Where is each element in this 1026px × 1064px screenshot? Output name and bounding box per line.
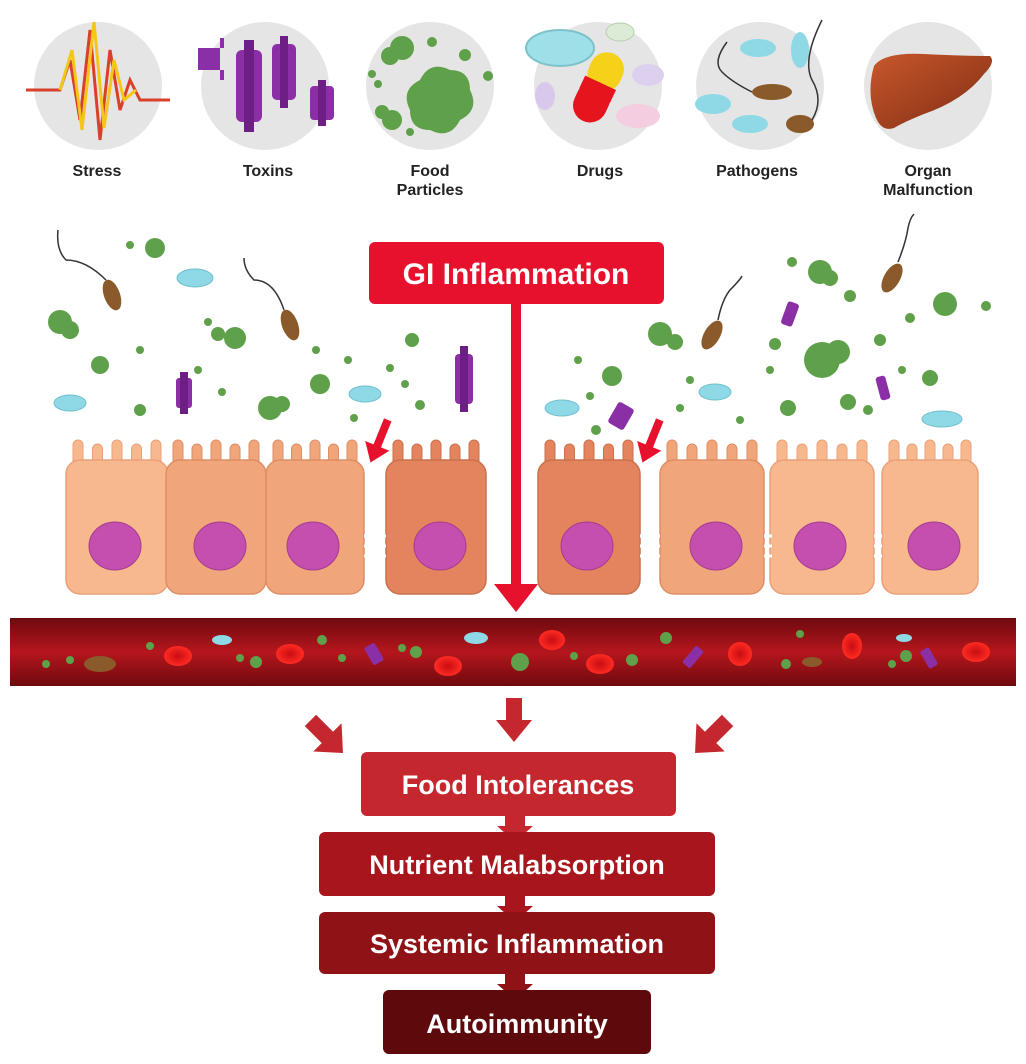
epithelial-cell [65,439,169,595]
trigger-label: Toxins [243,163,293,180]
epithelial-cell [659,439,765,595]
epithelial-cell [769,439,875,595]
outflow-arrow-center [496,698,532,742]
stress-zigzag-icon [26,21,170,141]
leak-arrow-left [365,418,392,463]
epithelial-cell [165,439,267,595]
cascade-systemic-inflammation: Systemic Inflammation [319,912,715,974]
pills-icon [525,22,664,128]
liver-icon [870,53,992,129]
trigger-label-line2: Malfunction [883,182,973,199]
cascade-box [383,990,651,1054]
pathogen-particle-cluster [56,213,915,350]
cascade-nutrient-malabsorption: Nutrient Malabsorption [319,832,715,896]
cascade-box [361,752,676,816]
epithelial-cell [537,439,641,595]
outflow-arrow-right [695,714,734,753]
leak-arrow-right [637,418,664,463]
food-particle-cluster [48,238,991,435]
cascade-box [319,912,715,974]
bacteria-icon [695,19,823,133]
toxin-molecules-icon [198,36,334,132]
trigger-organ-malfunction: Organ Malfunction [864,22,992,199]
gi-inflammation-box [369,242,664,304]
cell-nucleus [413,521,467,571]
trigger-label-line2: Particles [397,182,464,199]
cell-nucleus [560,521,614,571]
epithelial-cell [385,439,487,595]
cell-nucleus [193,521,247,571]
epithelial-cell [881,439,979,595]
trigger-stress: Stress [26,21,170,180]
cell-nucleus [286,521,340,571]
toxin-particle-cluster [176,301,891,430]
trigger-label: Pathogens [716,163,798,180]
cascade-label: Autoimmunity [426,1009,608,1039]
intestinal-epithelium [65,439,979,595]
gi-inflammation-callout: GI Inflammation [369,242,664,612]
cell-nucleus [88,521,142,571]
leak-arrows [365,418,664,463]
lumen-particles [48,213,991,435]
trigger-row: Stress Toxins [26,19,992,199]
bacteria-particle-cluster [53,268,963,428]
gi-inflammation-label: GI Inflammation [403,258,630,291]
down-arrow-head [494,584,538,612]
red-blood-cells [164,630,990,676]
cell-nucleus [907,521,961,571]
trigger-label: Drugs [577,163,623,180]
vessel-outflow-arrows [304,698,734,753]
trigger-pathogens: Pathogens [695,19,824,180]
cascade-box [319,832,715,896]
epithelial-cell [265,439,365,595]
cascade-autoimmunity: Autoimmunity [383,990,651,1054]
cascade-label: Systemic Inflammation [370,929,664,959]
trigger-label: Food [410,163,449,180]
food-particles-icon [368,36,493,136]
cascade-label: Nutrient Malabsorption [369,850,665,880]
trigger-label: Stress [73,163,122,180]
outcome-cascade: Food Intolerances Nutrient Malabsorption… [319,752,715,1054]
trigger-food-particles: Food Particles [366,22,494,199]
cascade-food-intolerances: Food Intolerances [361,752,676,816]
cell-nucleus [689,521,743,571]
cascade-label: Food Intolerances [402,770,635,800]
outflow-arrow-left [304,714,343,753]
trigger-drugs: Drugs [525,22,664,180]
cell-nucleus [793,521,847,571]
trigger-toxins: Toxins [198,22,334,180]
trigger-label: Organ [904,163,951,180]
blood-vessel [10,618,1016,686]
